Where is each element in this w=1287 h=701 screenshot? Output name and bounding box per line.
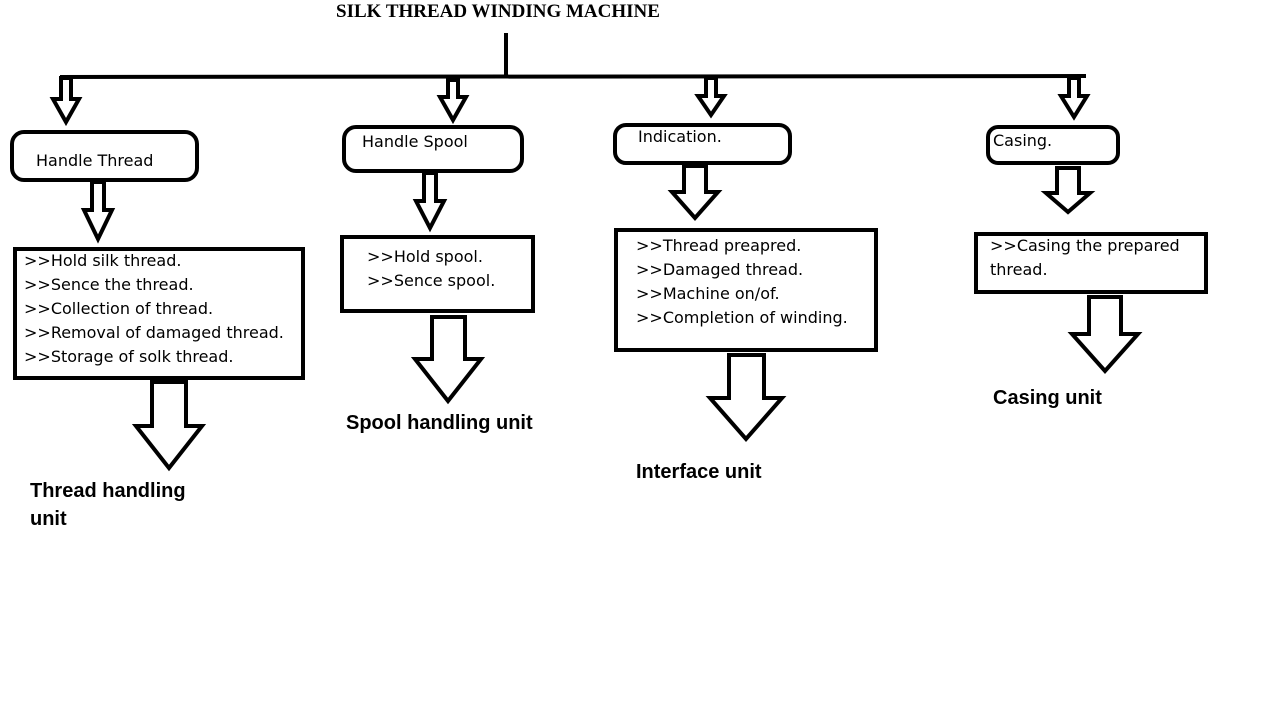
list-item: >>Machine on/of.	[636, 284, 780, 303]
casing-items-box	[974, 232, 1208, 294]
list-item: >>Casing the prepared	[990, 236, 1180, 255]
handle-spool-label: Handle Spool	[362, 132, 468, 151]
arrow-indication-pill-to-box	[667, 164, 723, 222]
arrow-spool-pill-to-box	[412, 171, 448, 233]
list-item: >>Completion of winding.	[636, 308, 848, 327]
list-item: >>Hold spool.	[367, 247, 483, 266]
arrow-to-spool-handling-unit	[410, 315, 486, 405]
horizontal-connector-line	[59, 74, 1087, 79]
list-item: >>Storage of solk thread.	[24, 347, 234, 366]
casing-pill	[986, 125, 1120, 165]
arrow-to-handle-thread	[49, 76, 83, 127]
diagram-title: SILK THREAD WINDING MACHINE	[336, 1, 660, 22]
interface-unit-label: Interface unit	[636, 461, 762, 483]
list-item: thread.	[990, 260, 1048, 279]
casing-items-list: >>Casing the prepared thread.	[990, 234, 1180, 282]
indication-label: Indication.	[638, 127, 722, 146]
spool-items-box	[340, 235, 535, 313]
arrow-thread-pill-to-box	[80, 180, 116, 244]
list-item: >>Removal of damaged thread.	[24, 323, 284, 342]
list-item: >>Sence spool.	[367, 271, 496, 290]
indication-items-box	[614, 228, 878, 352]
arrow-casing-pill-to-box	[1040, 166, 1096, 215]
arrow-to-casing-unit	[1067, 295, 1143, 375]
thread-handling-unit-label-line1: Thread handling	[30, 480, 186, 502]
thread-items-list: >>Hold silk thread. >>Sence the thread. …	[24, 249, 284, 369]
casing-unit-label: Casing unit	[993, 387, 1102, 409]
arrow-to-casing	[1057, 76, 1091, 121]
thread-items-box	[13, 247, 305, 380]
list-item: >>Sence the thread.	[24, 275, 194, 294]
handle-thread-label: Handle Thread	[36, 151, 154, 170]
arrow-to-indication	[694, 76, 728, 119]
casing-label: Casing.	[993, 131, 1053, 150]
thread-handling-unit-label-line2: unit	[30, 508, 67, 530]
list-item: >>Damaged thread.	[636, 260, 804, 279]
list-item: >>Collection of thread.	[24, 299, 214, 318]
list-item: >>Hold silk thread.	[24, 251, 182, 270]
spool-handling-unit-label: Spool handling unit	[346, 412, 533, 434]
arrow-to-thread-handling-unit	[131, 380, 207, 472]
indication-pill	[613, 123, 792, 165]
spool-items-list: >>Hold spool. >>Sence spool.	[367, 245, 495, 293]
arrow-to-interface-unit	[705, 353, 787, 443]
arrow-to-handle-spool	[436, 78, 470, 125]
indication-items-list: >>Thread preapred. >>Damaged thread. >>M…	[636, 234, 848, 330]
list-item: >>Thread preapred.	[636, 236, 802, 255]
